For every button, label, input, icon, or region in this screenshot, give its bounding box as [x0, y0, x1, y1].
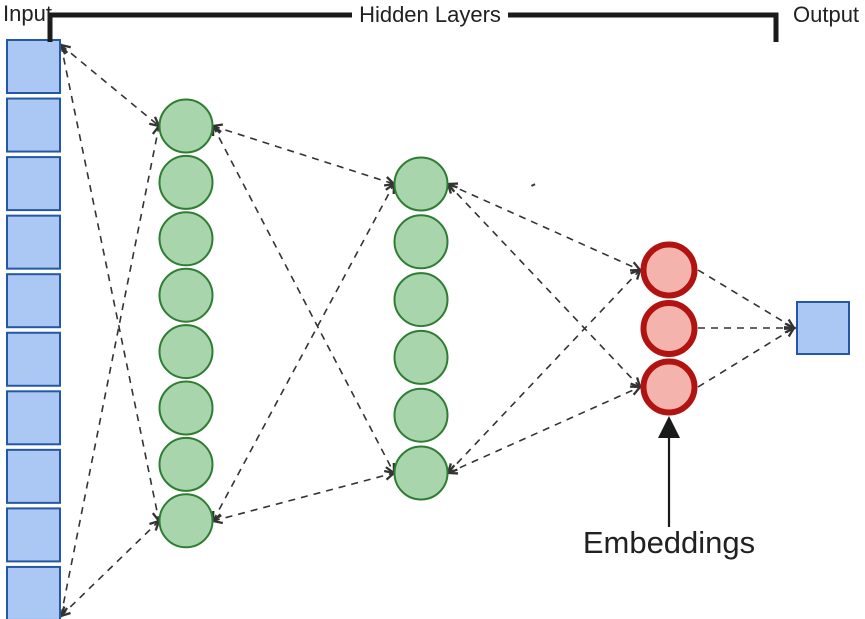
- hidden-1-node: [158, 324, 214, 380]
- hidden-1-node: [158, 436, 214, 492]
- input-node: [6, 390, 61, 446]
- stray-mark: [531, 183, 536, 187]
- input-node: [6, 156, 61, 212]
- output-node: [796, 301, 850, 355]
- hidden-layer-1: [158, 98, 214, 549]
- input-node: [6, 448, 61, 504]
- hidden-1-node: [158, 267, 214, 323]
- connector-line: [213, 184, 394, 521]
- output-label: Output: [793, 2, 860, 27]
- hidden-2-node: [393, 329, 449, 385]
- connector-line: [213, 473, 394, 521]
- input-layer: [6, 39, 61, 619]
- input-node: [6, 331, 61, 387]
- connector-line: [697, 269, 794, 328]
- connector-line: [448, 387, 640, 473]
- hidden-layers-bracket: [47, 12, 779, 42]
- input-node: [6, 39, 61, 94]
- input-node: [6, 507, 61, 563]
- input-label: Input: [3, 1, 52, 26]
- output-layer: [796, 301, 850, 355]
- hidden-1-node: [158, 211, 214, 267]
- input-node: [6, 97, 61, 153]
- hidden-1-node: [158, 98, 214, 154]
- connector-line: [697, 328, 794, 388]
- embedding-layer: [640, 241, 698, 416]
- hidden-2-node: [393, 387, 449, 443]
- connector-line: [61, 45, 159, 521]
- embedding-node: [640, 358, 698, 416]
- connector-line: [448, 184, 640, 387]
- connector-line: [213, 126, 394, 473]
- embedding-node: [640, 300, 698, 357]
- input-node: [6, 565, 61, 619]
- embeddings-arrowhead-icon: [658, 416, 680, 438]
- hidden-2-node: [393, 214, 449, 270]
- hidden-layers-label: Hidden Layers: [359, 2, 501, 27]
- hidden-1-node: [158, 493, 214, 549]
- hidden-2-node: [393, 156, 449, 212]
- embeddings-label: Embeddings: [582, 525, 756, 560]
- connector-line: [213, 126, 394, 184]
- input-node: [6, 214, 61, 270]
- embedding-node: [640, 241, 698, 299]
- hidden-2-node: [393, 272, 449, 328]
- hidden-1-node: [158, 380, 214, 436]
- hidden-1-node: [158, 154, 214, 210]
- connector-line: [61, 521, 159, 616]
- connector-line: [448, 270, 640, 473]
- connector-line: [448, 184, 640, 270]
- connector-line: [61, 126, 159, 616]
- input-node: [6, 273, 61, 329]
- hidden-layer-2: [393, 156, 449, 501]
- hidden-2-node: [393, 445, 449, 501]
